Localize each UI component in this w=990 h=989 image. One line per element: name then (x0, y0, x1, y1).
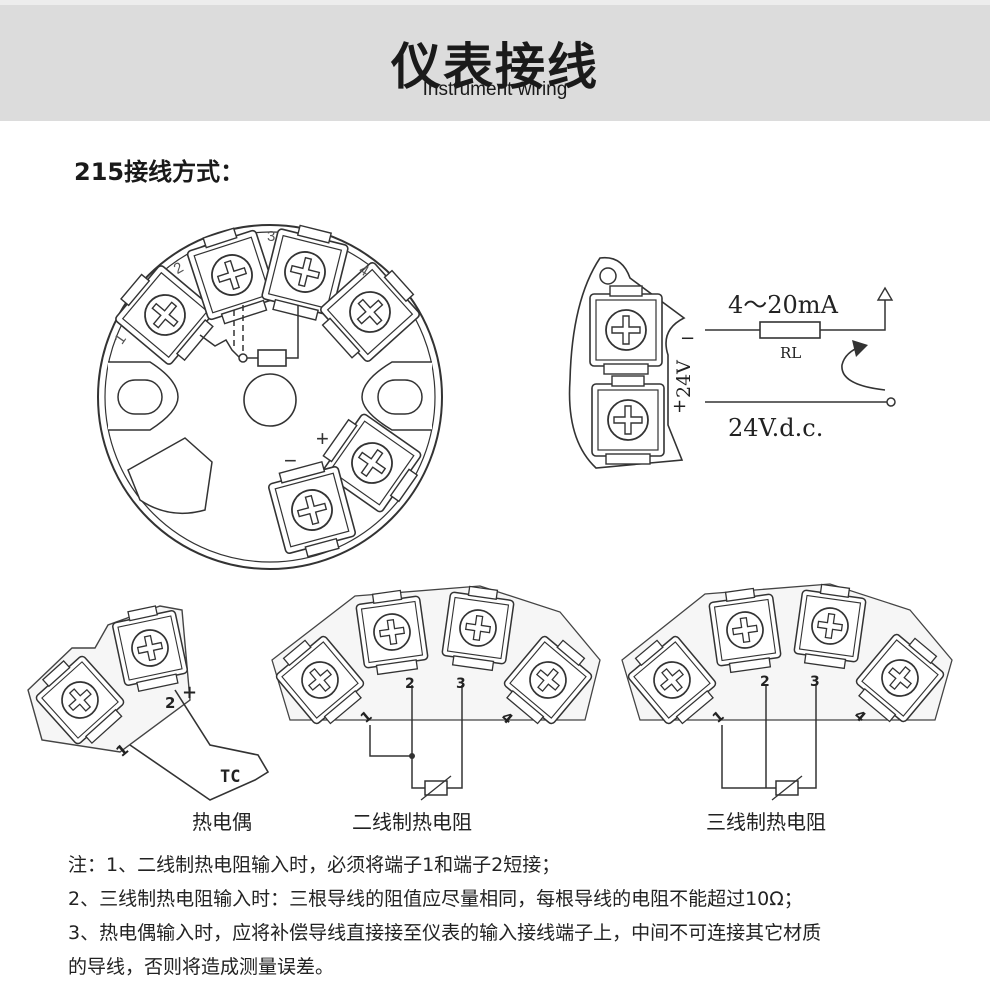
rtd2-terminal-2: 2 (405, 676, 415, 692)
thermocouple-diagram (27, 601, 270, 801)
resistor-label: RL (780, 344, 801, 362)
page-title: 仪表接线 (391, 38, 599, 96)
note-line-2: 2、三线制热电阻输入时：三根导线的阻值应尽量相同，每根导线的电阻不能超过10Ω； (68, 888, 803, 910)
rtd3-diagram (620, 581, 953, 801)
rtd3-terminal-3: 3 (810, 674, 820, 690)
note-line-1: 注：1、二线制热电阻输入时，必须将端子1和端子2短接； (68, 854, 561, 876)
minus-label: − (284, 448, 297, 473)
current-range-label: 4～20mA (728, 291, 839, 319)
page-subtitle: Instrument wiring (422, 79, 568, 100)
rtd2-terminal-3: 3 (456, 676, 466, 692)
supply-voltage-label: 24V (673, 360, 695, 398)
rtd3-caption: 三线制热电阻 (706, 810, 826, 834)
loop-module (568, 256, 896, 469)
round-module (97, 219, 443, 570)
thermocouple-caption: 热电偶 (192, 810, 252, 834)
tc-plus: + (182, 682, 197, 703)
supply-minus-label: − (680, 328, 695, 349)
header-banner: 仪表接线 Instrument wiring (0, 0, 990, 121)
rtd3-terminal-2: 2 (760, 674, 770, 690)
notes: 注：1、二线制热电阻输入时，必须将端子1和端子2短接； 2、三线制热电阻输入时：… (68, 848, 968, 984)
supply-plus-label: + (672, 396, 687, 417)
note-line-3: 3、热电偶输入时，应将补偿导线直接接至仪表的输入接线端子上，中间不可连接其它材质 (68, 922, 822, 944)
plus-label: + (316, 426, 329, 451)
section-title: 215接线方式： (74, 158, 245, 186)
rtd2-caption: 二线制热电阻 (352, 810, 472, 834)
supply-label: 24V.d.c. (728, 414, 823, 442)
terminal-label-3: 3 (267, 228, 275, 245)
center-hole (243, 373, 297, 427)
note-line-4: 的导线，否则将造成测量误差。 (68, 956, 335, 978)
tc-terminal-2: 2 (165, 694, 175, 712)
rtd2-diagram (268, 583, 601, 801)
tc-label: TC (220, 767, 240, 787)
